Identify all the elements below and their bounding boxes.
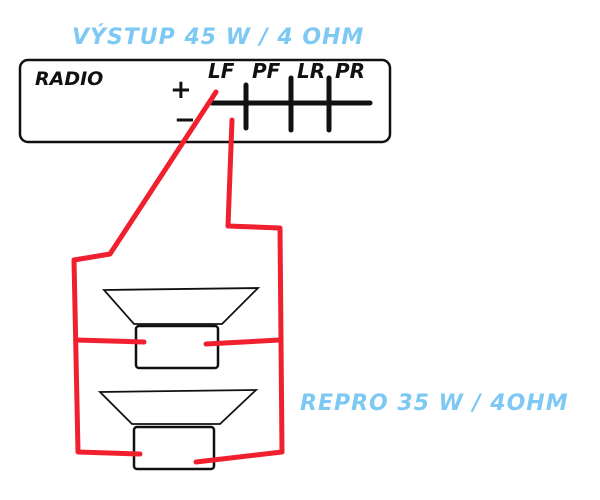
negative-wire [193, 117, 285, 465]
speaker-bottom-cone [97, 389, 259, 425]
positive-wire [71, 89, 219, 457]
plus-terminal-label: + [170, 75, 192, 105]
radio-box [18, 58, 392, 144]
positive-wire-speaker-top [73, 337, 147, 345]
negative-wire-speaker-top [203, 337, 283, 347]
wiring [71, 89, 285, 465]
channel-pr-label: PR [335, 59, 365, 83]
speaker-bottom-magnet [132, 425, 216, 471]
channel-lf-label: LF [208, 59, 235, 83]
speaker-top-cone [102, 287, 261, 325]
channel-pf-label: PF [252, 59, 281, 83]
radio-unit: RADIO + − LF PF LR PR [18, 58, 392, 144]
speaker-bottom [97, 389, 259, 471]
output-title: VÝSTUP 45 W / 4 OHM [72, 24, 364, 50]
speaker-top-magnet [134, 324, 220, 370]
speaker-top [102, 287, 261, 370]
channel-lr-label: LR [297, 59, 325, 83]
speaker-rating-label: REPRO 35 W / 4OHM [300, 391, 569, 416]
radio-label: RADIO [35, 68, 103, 90]
